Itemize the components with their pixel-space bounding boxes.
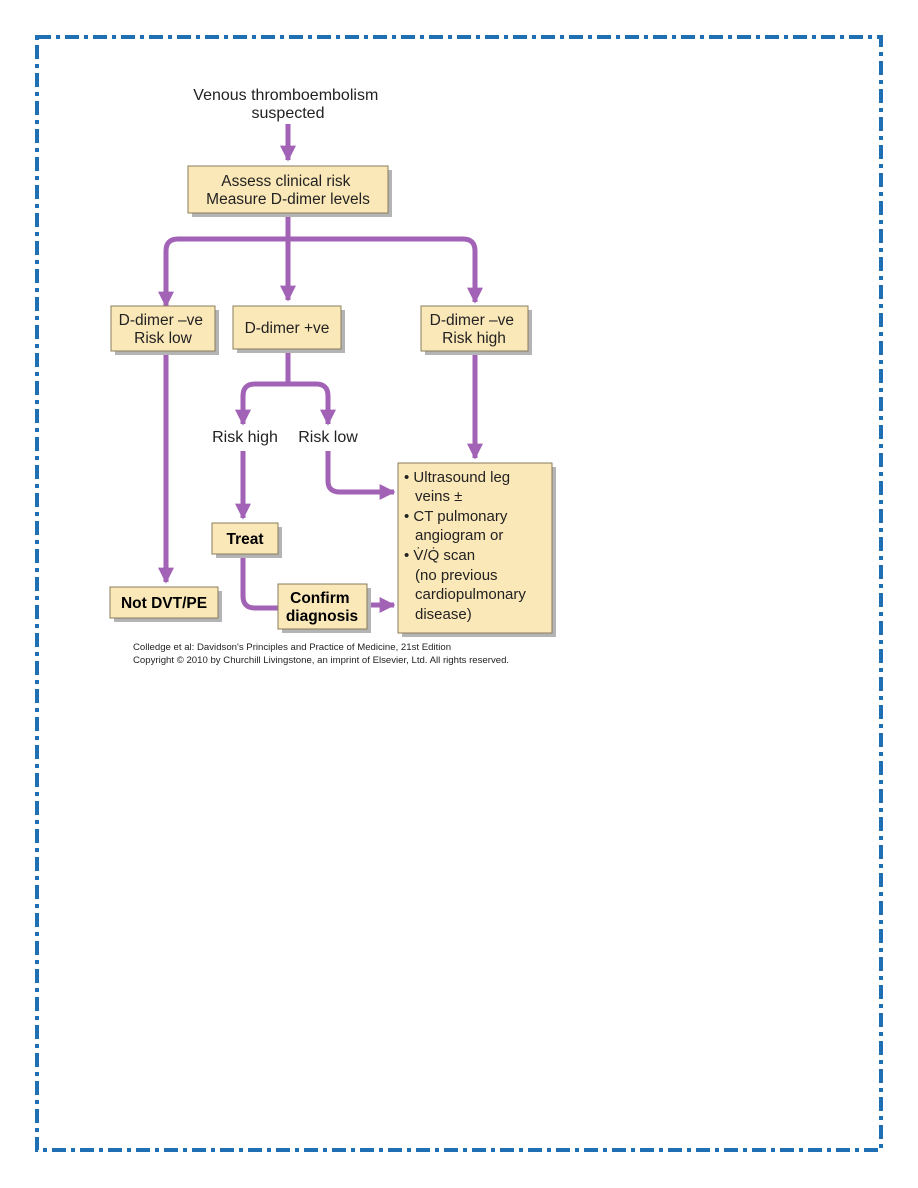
risk-low-text: Risk low — [298, 429, 358, 446]
credit-line2: Copyright © 2010 by Churchill Livingston… — [133, 655, 509, 666]
imaging-line-3: • CT pulmonary — [404, 508, 508, 525]
neg-high-line1: D-dimer –ve — [430, 312, 514, 329]
arrow-assess-to-neg-high — [288, 236, 484, 304]
neg-high-text: D-dimer –ve Risk high — [430, 312, 519, 347]
box-dimer-neg-low — [110, 305, 216, 352]
not-dvt-text: Not DVT/PE — [121, 595, 207, 612]
box-not-dvt — [109, 586, 219, 619]
labels: Venous thromboembolism suspected Assess … — [119, 87, 530, 666]
assess-text: Assess clinical risk Measure D-dimer lev… — [206, 173, 370, 208]
imaging-line-8: disease) — [415, 606, 472, 623]
assess-line1: Assess clinical risk — [221, 173, 350, 190]
boxes — [109, 165, 553, 634]
imaging-text: • Ultrasound leg veins ± • CT pulmonary … — [404, 469, 530, 623]
neg-low-text: D-dimer –ve Risk low — [119, 312, 208, 347]
box-confirm — [277, 583, 368, 630]
start-line1: Venous thromboembolism — [193, 87, 378, 104]
confirm-line2: diagnosis — [286, 608, 358, 625]
confirm-line1: Confirm — [290, 590, 349, 607]
page-border-rect — [35, 35, 883, 1152]
box-dimer-pos — [232, 305, 342, 350]
imaging-line-2: veins ± — [415, 488, 462, 505]
imaging-line-4: angiogram or — [415, 527, 503, 544]
neg-high-line2: Risk high — [442, 330, 506, 347]
neg-low-line1: D-dimer –ve — [119, 312, 203, 329]
confirm-text: Confirm diagnosis — [286, 590, 358, 625]
risk-high-text: Risk high — [212, 429, 278, 446]
imaging-line-5: • V̇/Q̇ scan — [404, 547, 475, 564]
box-dimer-neg-high — [420, 305, 529, 352]
connectors — [157, 124, 484, 614]
box-imaging — [397, 462, 553, 634]
imaging-line-1: • Ultrasound leg — [404, 469, 510, 486]
imaging-line-7: cardiopulmonary — [415, 586, 526, 603]
box-assess — [187, 165, 389, 214]
treat-text: Treat — [226, 531, 263, 548]
box-treat — [211, 522, 279, 555]
credit-line1: Colledge et al: Davidson's Principles an… — [133, 642, 451, 653]
arrow-risk-low-to-imaging — [325, 451, 396, 501]
start-line2: suspected — [252, 105, 325, 122]
pos-text: D-dimer +ve — [245, 320, 330, 337]
start-text: Venous thromboembolism suspected — [193, 87, 382, 122]
connector-treat-to-confirm — [240, 554, 279, 611]
arrow-pos-to-risk-high — [234, 381, 288, 426]
imaging-line-6: (no previous — [415, 567, 498, 584]
assess-line2: Measure D-dimer levels — [206, 191, 370, 208]
arrow-assess-to-neg-low — [157, 236, 288, 308]
neg-low-line2: Risk low — [134, 330, 193, 347]
arrow-pos-to-risk-low — [288, 381, 337, 426]
